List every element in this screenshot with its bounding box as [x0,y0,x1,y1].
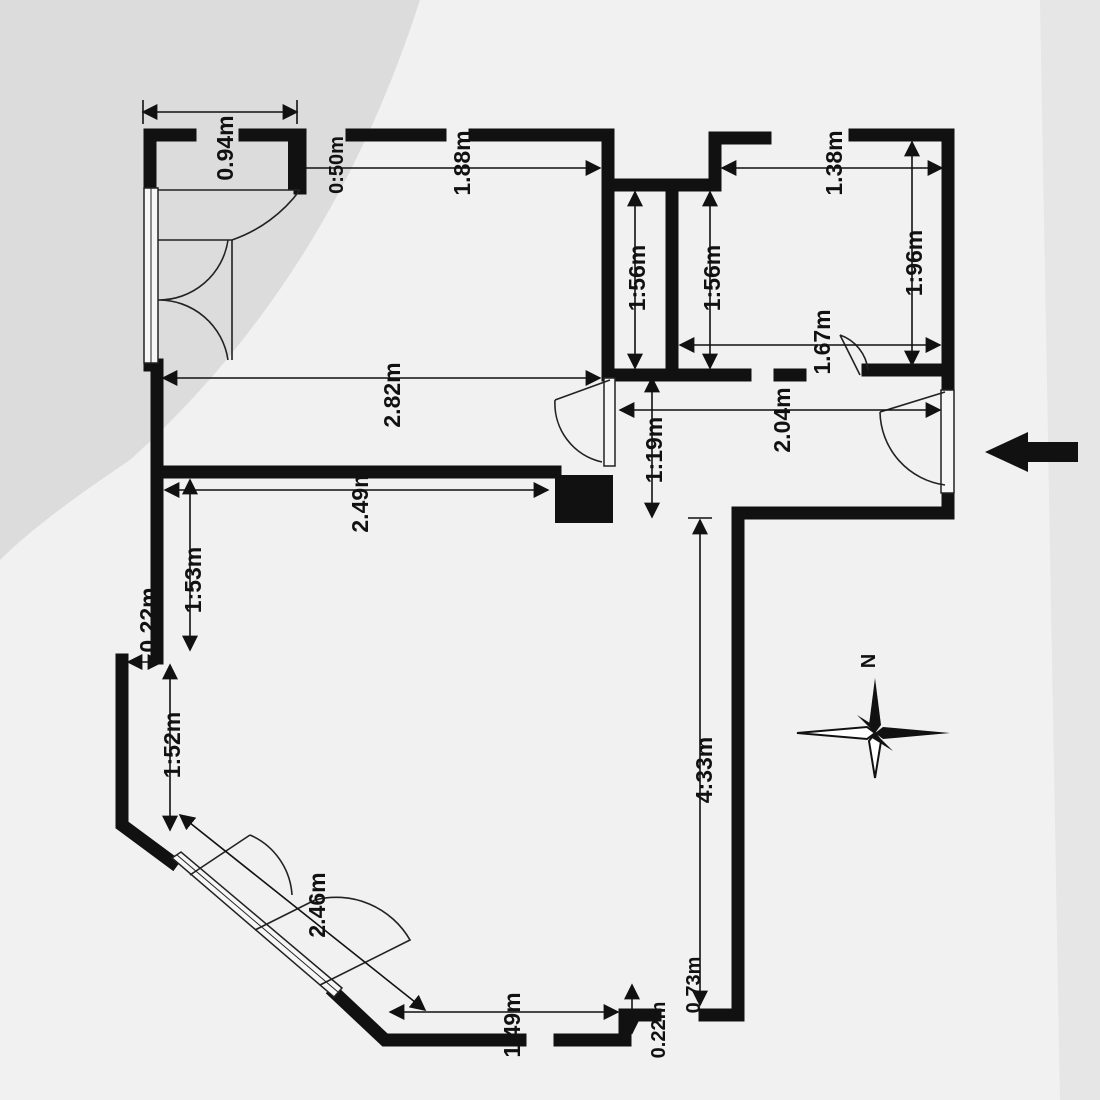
label-149: 1.49m [499,992,525,1057]
label-156a: 1:56m [624,245,650,311]
label-196: 1:96m [901,230,927,296]
door-top-right-swing [158,189,301,241]
label-022-top: 0.22m [135,587,161,652]
label-156b: 1:56m [699,245,725,311]
label-167: 1.67m [809,309,835,374]
wall-left-lower [115,653,182,872]
window-entrance [940,389,955,494]
label-188: 1.88m [449,130,475,195]
paper-shadow [0,0,420,560]
label-138: 1.38m [821,130,847,195]
label-119: 1:19m [641,417,667,483]
label-282: 2.82m [379,362,405,427]
label-246: 2.46m [304,872,330,937]
wall-top-end [848,128,955,377]
wall-stub [288,140,302,190]
label-152: 1:52m [159,712,185,778]
compass-north-label: N [858,654,880,668]
label-094: 0.94m [212,115,238,180]
paper-shadow-right [1040,0,1100,1100]
door-interior [554,379,611,463]
compass-rose-icon: N [796,654,950,779]
doors [157,189,946,986]
walls [115,128,955,1047]
label-022-bottom: 0.22m [648,1002,670,1059]
door-closet-left [157,239,233,361]
label-153: 1:53m [180,547,206,613]
column-block [555,475,613,523]
window-interior [603,377,616,467]
dimension-labels: 0.94m 0:50m 1.88m 1.38m 1:56m 1:56m 1:96… [135,115,927,1058]
entrance-arrow-icon [985,432,1078,472]
label-204: 2.04m [769,387,795,452]
wall-bottom [553,1008,662,1047]
door-entrance [879,391,946,486]
wall-bay-bottom [325,983,527,1047]
label-249: 2.49m [347,467,373,532]
label-073: 0.73m [683,957,705,1014]
wall-top-far [468,128,772,192]
dimension-lines [126,100,944,1035]
label-050: 0:50m [326,136,348,194]
wall-right-lower [698,486,955,1022]
dim-line-246 [178,814,427,1011]
label-433: 4:33m [691,737,717,803]
